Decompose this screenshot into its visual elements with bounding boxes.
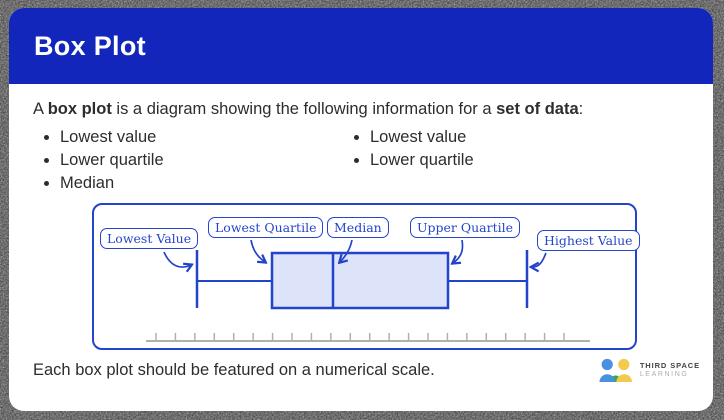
logo-line2: LEARNING <box>639 371 689 378</box>
arrow-lowest-quartile <box>250 239 265 262</box>
logo-text: THIRD SPACE LEARNING <box>640 361 700 378</box>
list-item: Median <box>60 172 353 195</box>
ruler-ticks <box>155 333 565 341</box>
list-item: Lower quartile <box>370 149 474 172</box>
bullet-list-left: Lowest value Lower quartile Median <box>43 126 353 195</box>
label-upper-quartile: Upper Quartile <box>410 217 521 238</box>
logo-people-icon <box>599 358 632 382</box>
bullet-list-right: Lowest value Lower quartile <box>353 126 474 195</box>
page-title: Box Plot <box>34 30 146 61</box>
intro-bold-box-plot: box plot <box>47 100 112 118</box>
arrow-lowest-value <box>163 251 191 267</box>
logo-line1: THIRD SPACE <box>639 361 700 370</box>
label-lowest-quartile: Lowest Quartile <box>208 217 324 238</box>
label-median: Median <box>327 217 389 238</box>
lesson-card: Box Plot A box plot is a diagram showing… <box>9 8 713 411</box>
list-item: Lowest value <box>60 126 353 149</box>
arrow-upper-quartile <box>453 239 464 263</box>
arrow-median <box>340 239 353 262</box>
label-lowest-value: Lowest Value <box>100 228 199 249</box>
iqr-box <box>270 251 450 310</box>
third-space-learning-logo: THIRD SPACE LEARNING <box>599 356 700 383</box>
list-item: Lowest value <box>370 126 474 149</box>
intro-suffix: : <box>578 100 584 118</box>
card-header: Box Plot <box>9 8 713 84</box>
note-text: Each box plot should be featured on a nu… <box>33 361 435 379</box>
intro-middle: is a diagram showing the following infor… <box>111 100 497 118</box>
label-highest-value: Highest Value <box>537 230 640 251</box>
boxplot-svg <box>146 239 590 342</box>
intro-prefix: A <box>33 100 48 118</box>
bullet-columns: Lowest value Lower quartile Median Lowes… <box>43 126 713 195</box>
arrow-highest-value <box>532 252 547 267</box>
intro-bold-set-of-data: set of data <box>496 100 579 118</box>
intro-text: A box plot is a diagram showing the foll… <box>33 98 689 121</box>
boxplot-diagram: Lowest Value Lowest Quartile Median Uppe… <box>92 203 640 350</box>
list-item: Lower quartile <box>60 149 353 172</box>
